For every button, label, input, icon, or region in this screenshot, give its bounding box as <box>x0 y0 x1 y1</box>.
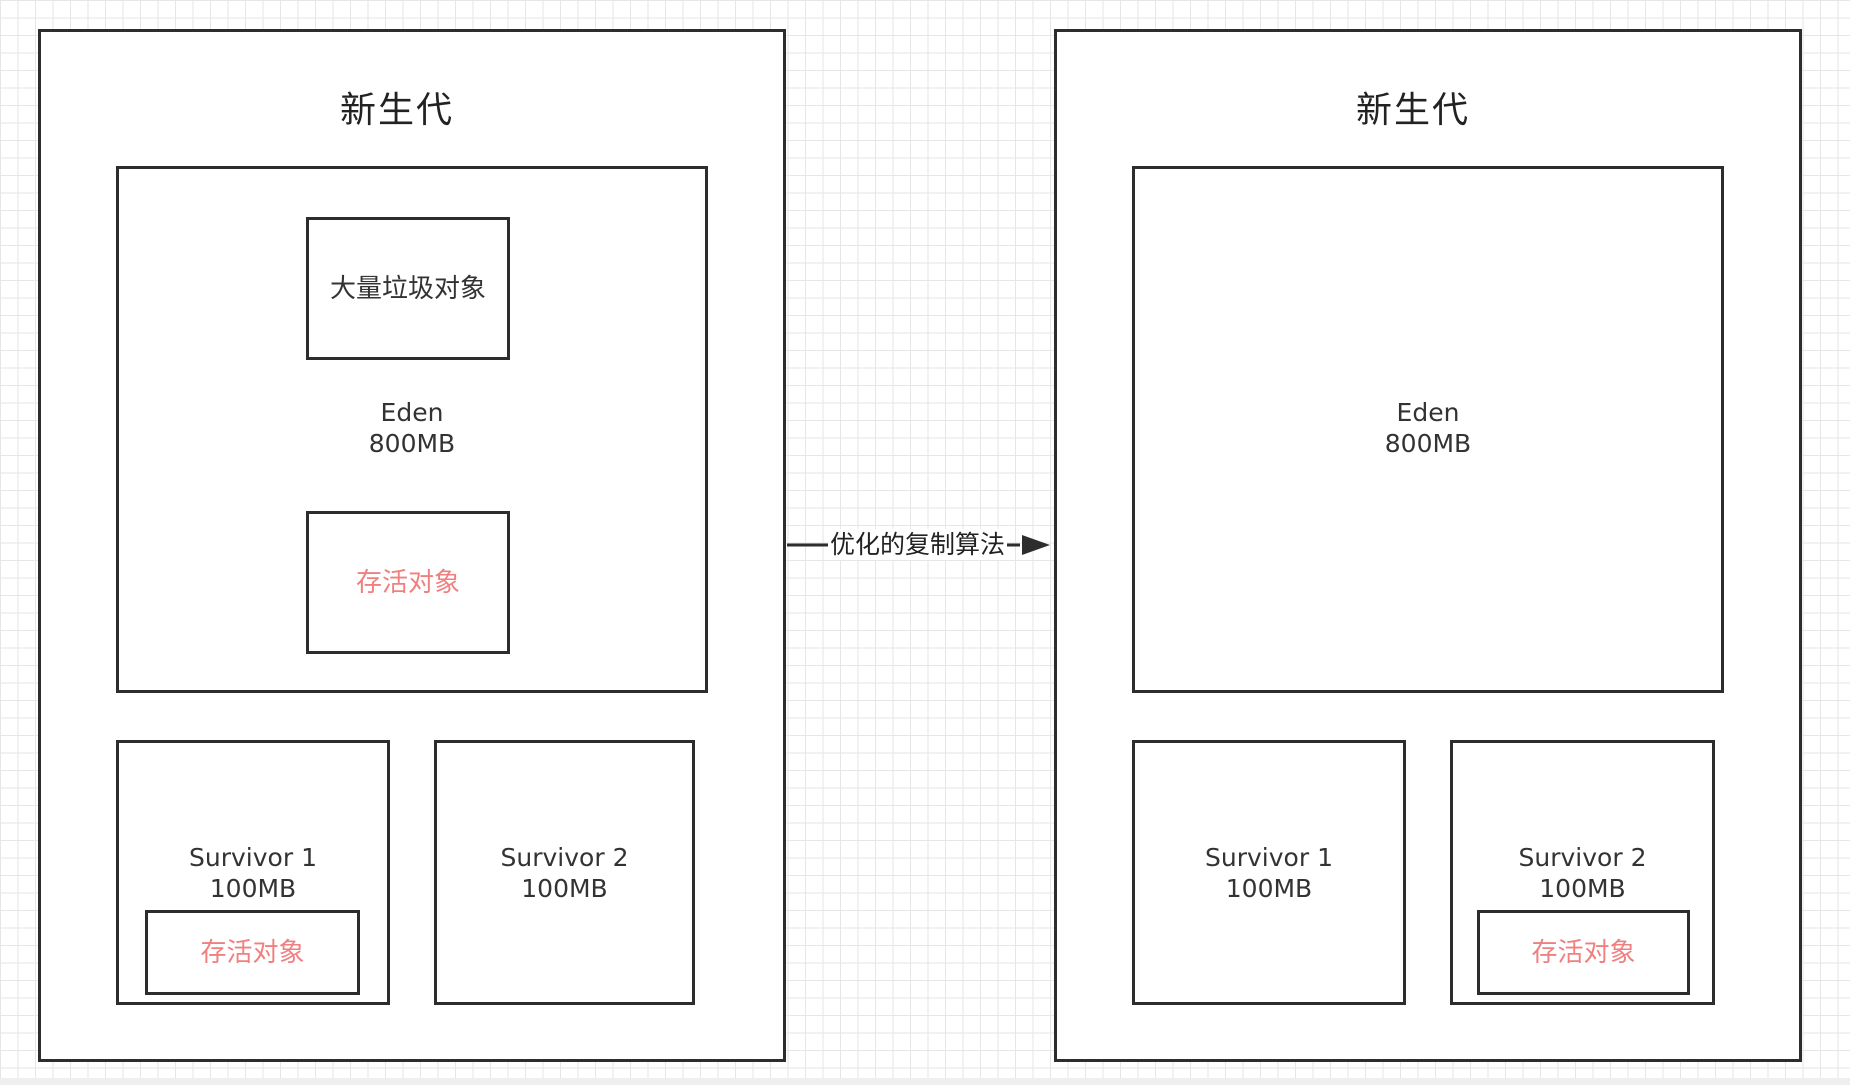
right-survivor1-size: 100MB <box>1225 874 1313 904</box>
canvas-bottom-edge <box>0 1078 1850 1085</box>
left-eden-alive-objects-label: 存活对象 <box>355 568 460 598</box>
right-survivor2-alive-objects-label: 存活对象 <box>1531 938 1636 968</box>
right-eden-name: Eden <box>1396 398 1460 427</box>
left-survivor1-size: 100MB <box>209 874 297 904</box>
left-young-generation-title: 新生代 <box>339 90 454 131</box>
left-eden-alive-objects-box <box>306 511 510 654</box>
right-survivor2-label: Survivor 2 100MB <box>1450 842 1715 905</box>
right-survivor2-size: 100MB <box>1539 874 1626 904</box>
right-survivor1-name: Survivor 1 <box>1205 843 1333 872</box>
copy-algorithm-arrow-label: 优化的复制算法 <box>828 529 1008 561</box>
left-survivor2-size: 100MB <box>521 874 608 904</box>
left-survivor1-alive-objects-label: 存活对象 <box>200 938 305 968</box>
arrow-head-icon <box>1022 535 1050 555</box>
right-young-generation-title: 新生代 <box>1355 90 1470 131</box>
right-survivor2-name: Survivor 2 <box>1518 843 1647 872</box>
left-eden-label: Eden 800MB <box>116 397 708 460</box>
left-survivor1-label: Survivor 1 100MB <box>116 842 390 905</box>
left-eden-size: 800MB <box>368 429 456 459</box>
right-eden-size: 800MB <box>1384 429 1472 459</box>
left-survivor2-box <box>434 740 695 1005</box>
right-survivor1-label: Survivor 1 100MB <box>1132 842 1406 905</box>
right-eden-label: Eden 800MB <box>1132 397 1724 460</box>
left-survivor1-alive-objects-box <box>145 910 360 995</box>
left-survivor1-name: Survivor 1 <box>189 843 317 872</box>
right-eden-box <box>1132 166 1724 693</box>
left-eden-name: Eden <box>380 398 444 427</box>
right-survivor1-box <box>1132 740 1406 1005</box>
left-survivor2-name: Survivor 2 <box>500 843 629 872</box>
left-garbage-objects-box <box>306 217 510 360</box>
right-survivor2-alive-objects-box <box>1477 910 1690 995</box>
left-garbage-objects-label: 大量垃圾对象 <box>329 274 486 304</box>
left-survivor2-label: Survivor 2 100MB <box>434 842 695 905</box>
